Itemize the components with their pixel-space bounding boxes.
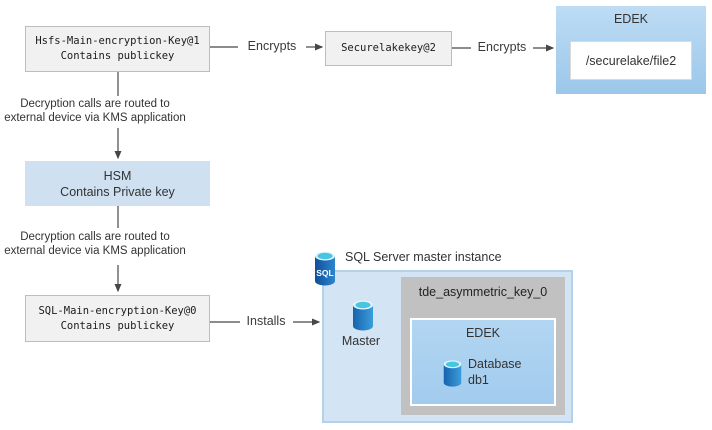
db1-database-icon <box>443 360 462 387</box>
kms-note-top-line2: external device via KMS application <box>4 112 186 124</box>
hdfs-key-name: Hsfs-Main-encryption-Key@1 <box>35 35 200 47</box>
hsm-box: HSM Contains Private key <box>25 161 210 206</box>
db1-label: Database db1 <box>468 356 522 388</box>
edek-inner-title: EDEK <box>465 326 501 340</box>
kms-note-bottom-line1: Decryption calls are routed to <box>20 231 170 243</box>
hsm-detail: Contains Private key <box>60 184 175 199</box>
encrypts-label-1: Encrypts <box>247 39 297 53</box>
sql-key-box: SQL-Main-encryption-Key@0 Contains publi… <box>25 295 210 342</box>
sql-instance-title: SQL Server master instance <box>345 250 502 264</box>
kms-note-bottom-line2: external device via KMS application <box>4 245 186 257</box>
sql-icon-label: SQL <box>316 268 333 278</box>
kms-note-top-line1: Decryption calls are routed to <box>20 98 170 110</box>
db1-label-line1: Database <box>468 357 522 371</box>
securelake-file-box: /securelake/file2 <box>570 41 692 80</box>
edek-file-box: EDEK /securelake/file2 <box>556 6 706 94</box>
securelake-key-box: Securelakekey@2 <box>325 31 452 66</box>
master-db-label: Master <box>341 334 381 348</box>
encrypts-label-2: Encrypts <box>477 40 527 54</box>
installs-label: Installs <box>246 314 286 328</box>
sql-instance-container: Master tde_asymmetric_key_0 EDEK <box>322 270 573 423</box>
hdfs-key-detail: Contains publickey <box>60 50 175 62</box>
hsm-name: HSM <box>103 168 132 183</box>
hdfs-key-box: Hsfs-Main-encryption-Key@1 Contains publ… <box>25 26 210 72</box>
kms-note-top: Decryption calls are routed to external … <box>0 97 190 125</box>
master-database-icon <box>353 300 373 331</box>
securelake-file-path: /securelake/file2 <box>585 53 677 68</box>
db1-label-line2: db1 <box>468 373 489 387</box>
sql-key-name: SQL-Main-encryption-Key@0 <box>38 304 197 317</box>
sql-server-icon: SQL <box>315 251 335 286</box>
kms-note-bottom: Decryption calls are routed to external … <box>0 230 190 258</box>
securelake-key-name: Securelakekey@2 <box>341 42 436 54</box>
edek-file-title: EDEK <box>613 12 649 26</box>
tde-key-box: tde_asymmetric_key_0 EDEK D <box>401 277 565 415</box>
edek-inner-box: EDEK Database db1 <box>410 318 556 406</box>
tde-key-label: tde_asymmetric_key_0 <box>418 285 548 299</box>
sql-key-detail: Contains publickey <box>60 319 175 332</box>
